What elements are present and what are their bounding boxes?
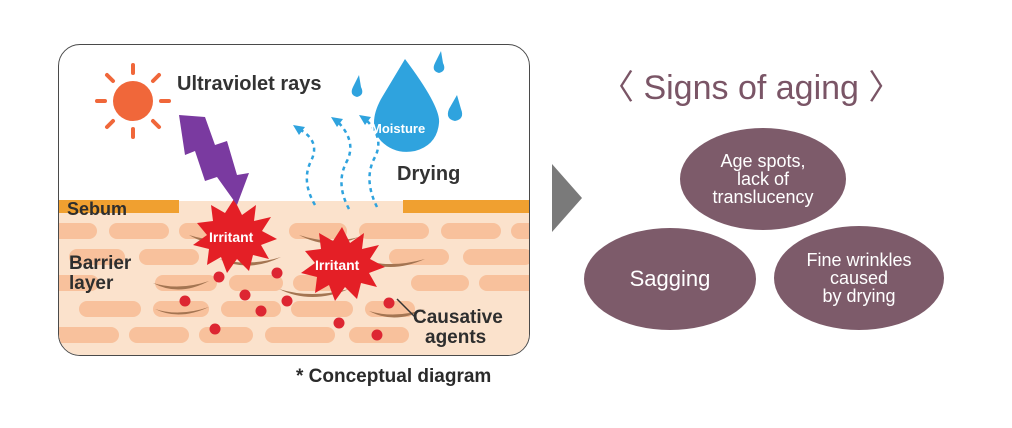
oval-fine-wrinkles-line2: caused — [829, 268, 889, 288]
oval-age-spots-line3: translucency — [712, 187, 814, 207]
barrier-label-line2: layer — [69, 273, 114, 294]
sun-icon — [95, 63, 171, 139]
signs-of-aging-title: 〈 Signs of aging 〉 — [600, 60, 902, 109]
evaporation-arrows — [298, 118, 380, 210]
title-text: Signs of aging — [643, 69, 859, 107]
causative-label-line2: agents — [425, 327, 487, 348]
irritant-burst-2 — [301, 227, 385, 301]
sebum-label: Sebum — [67, 199, 128, 219]
uv-lightning-icon — [179, 115, 249, 205]
water-drops-icon — [351, 51, 463, 152]
right-arrow-icon — [552, 164, 582, 232]
oval-sagging-label: Sagging — [629, 266, 711, 291]
uv-label: Ultraviolet rays — [177, 73, 322, 95]
skin-diagram-panel: Ultraviolet rays Moisture Drying Sebum B… — [58, 44, 530, 356]
moisture-label: Moisture — [371, 121, 426, 136]
oval-fine-wrinkles-line1: Fine wrinkles — [806, 250, 912, 270]
sebum-bar-left — [59, 200, 179, 213]
skin-diagram-graphic — [59, 51, 529, 355]
oval-age-spots-line2: lack of — [736, 169, 790, 189]
evaporation-arrowheads — [293, 115, 371, 135]
causative-label-line1: Causative — [413, 307, 503, 328]
title-left-bracket: 〈 — [600, 69, 634, 107]
oval-age-spots-line1: Age spots, — [720, 151, 806, 171]
oval-sagging: Sagging — [584, 228, 756, 330]
irritant-burst-1 — [193, 199, 277, 273]
irritant-label-2: Irritant — [315, 257, 360, 273]
oval-fine-wrinkles-line3: by drying — [822, 286, 896, 306]
oval-fine-wrinkles: Fine wrinkles caused by drying — [774, 226, 944, 330]
causative-pointer — [396, 298, 416, 318]
causative-agent-dots — [179, 267, 395, 341]
irritant-label-1: Irritant — [209, 229, 254, 245]
drying-label: Drying — [397, 163, 461, 185]
title-right-bracket: 〉 — [868, 69, 903, 107]
sebum-bar-right — [403, 200, 529, 213]
oval-age-spots: Age spots, lack of translucency — [680, 128, 846, 230]
barrier-label-line1: Barrier — [69, 253, 132, 274]
conceptual-diagram-note: * Conceptual diagram — [296, 366, 492, 387]
